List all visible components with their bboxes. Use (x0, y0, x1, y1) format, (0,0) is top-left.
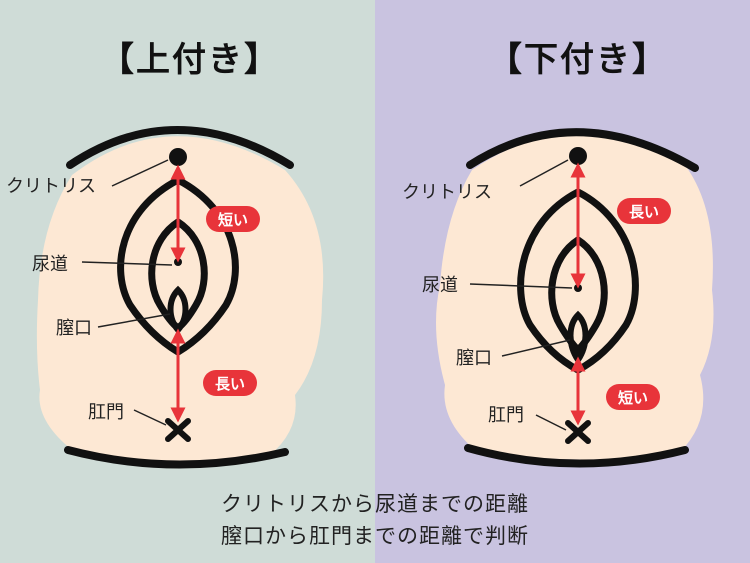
svg-text:長い: 長い (629, 203, 659, 221)
left-panel-title: 【上付き】 (100, 40, 280, 80)
left-label-vaginal-opening: 膣口 (56, 318, 92, 339)
left-urethra-leader (81, 261, 173, 266)
right-urethra-dot (574, 284, 582, 292)
left-vaginal-leader (97, 313, 171, 328)
svg-text:長い: 長い (215, 375, 245, 393)
caption-line-2: 膣口から肛門までの距離で判断 (221, 524, 529, 548)
left-bottom-contour (64, 446, 289, 469)
right-label-anus: 肛門 (488, 405, 524, 426)
left-urethra-dot (174, 258, 182, 266)
right-label-vaginal-opening: 膣口 (456, 348, 492, 369)
left-clitoris-dot (169, 148, 187, 166)
right-urethra-leader (469, 283, 573, 289)
right-clitoris-dot (569, 147, 587, 165)
svg-text:短い: 短い (618, 389, 648, 407)
right-bottom-contour (464, 444, 689, 468)
left-badge-upper: 短い (206, 206, 260, 232)
right-anus-leader (535, 414, 567, 431)
right-anus-cross (565, 420, 591, 444)
right-top-contour (466, 128, 699, 172)
svg-text:短い: 短い (218, 211, 248, 229)
caption-line-1: クリトリスから尿道までの距離 (221, 492, 529, 516)
left-label-urethra: 尿道 (32, 254, 68, 275)
right-inner-labia (548, 235, 608, 355)
right-badge-lower: 短い (606, 384, 660, 410)
right-label-clitoris: クリトリス (402, 182, 492, 203)
left-top-contour (66, 126, 294, 169)
right-label-urethra: 尿道 (422, 275, 458, 296)
left-anus-cross (165, 418, 191, 442)
left-badge-lower: 長い (203, 370, 257, 396)
right-panel-title: 【下付き】 (488, 40, 668, 80)
right-vaginal-leader (501, 339, 571, 357)
left-label-anus: 肛門 (88, 402, 124, 423)
left-clitoris-leader (111, 159, 169, 187)
left-anus-leader (133, 409, 167, 426)
right-badge-upper: 長い (617, 198, 671, 224)
right-clitoris-leader (519, 159, 569, 187)
left-label-clitoris: クリトリス (6, 176, 96, 197)
